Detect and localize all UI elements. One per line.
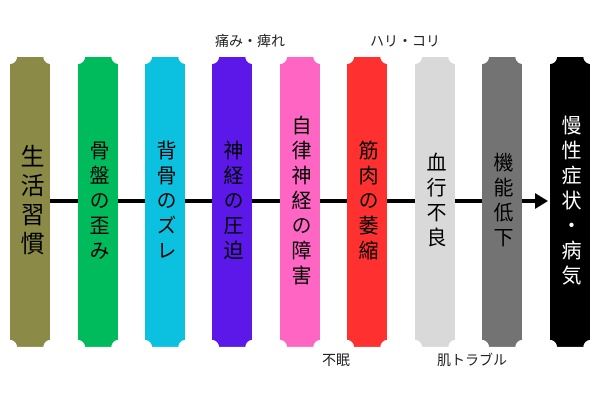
step-nerve-compression: 神経の圧迫 <box>212 57 252 347</box>
flow-arrow-head-icon <box>535 193 548 209</box>
annotation-insomnia: 不眠 <box>322 353 350 369</box>
step-label: 慢性症状・病気 <box>558 114 582 290</box>
step-label: 骨盤の歪み <box>86 139 110 265</box>
step-spine-misalignment: 背骨のズレ <box>145 57 185 347</box>
annotation-pain-numbness: 痛み・痺れ <box>215 34 285 50</box>
step-chronic-illness: 慢性症状・病気 <box>550 57 590 347</box>
step-label: 筋肉の萎縮 <box>355 139 379 265</box>
annotation-stiffness: ハリ・コリ <box>370 34 440 50</box>
step-function-decline: 機能低下 <box>482 57 522 347</box>
step-label: 自律神経の障害 <box>288 114 312 290</box>
step-pelvis-distortion: 骨盤の歪み <box>78 57 118 347</box>
step-label: 背骨のズレ <box>153 139 177 265</box>
step-poor-circulation: 血行不良 <box>415 57 455 347</box>
step-label: 神経の圧迫 <box>220 139 244 265</box>
step-autonomic-disorder: 自律神経の障害 <box>280 57 320 347</box>
step-label: 機能低下 <box>490 152 514 252</box>
step-label: 血行不良 <box>423 152 447 252</box>
step-label: 生活習慣 <box>16 144 44 260</box>
step-lifestyle: 生活習慣 <box>10 57 50 347</box>
step-muscle-atrophy: 筋肉の萎縮 <box>347 57 387 347</box>
annotation-skin-trouble: 肌トラブル <box>437 353 507 369</box>
